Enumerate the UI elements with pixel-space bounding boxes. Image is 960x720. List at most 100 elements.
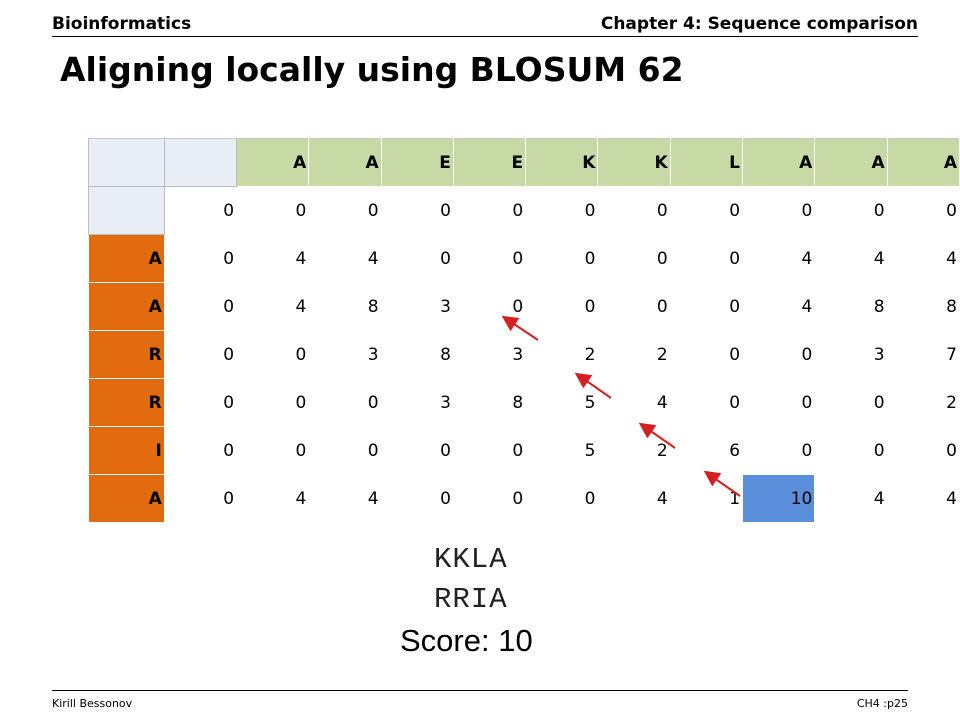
matrix-cell: 0 (380, 426, 454, 475)
matrix-cell: 0 (308, 186, 382, 235)
aligned-sequence-top: KKLA (434, 543, 508, 576)
column-letter: A (308, 138, 382, 187)
column-letter: E (452, 138, 527, 187)
matrix-cell: 0 (163, 186, 238, 235)
matrix-cell: 3 (814, 330, 888, 379)
matrix-cell: 0 (669, 378, 744, 427)
max-score-cell: 10 (742, 474, 816, 523)
row-letter: I (88, 426, 165, 475)
matrix-cell: 0 (886, 186, 960, 235)
row-letter: R (88, 330, 165, 379)
matrix-cell: 0 (597, 234, 671, 283)
matrix-cell: 8 (380, 330, 454, 379)
matrix-cell: 0 (380, 474, 454, 523)
slide-header: Bioinformatics Chapter 4: Sequence compa… (52, 10, 918, 37)
matrix-cell: 0 (452, 426, 527, 475)
matrix-cell: 4 (814, 474, 888, 523)
aligned-sequence-bottom: RRIA (434, 583, 508, 616)
matrix-cell: 0 (525, 234, 599, 283)
matrix-corner-cell (88, 186, 165, 235)
matrix-cell: 4 (886, 234, 960, 283)
slide-title: Aligning locally using BLOSUM 62 (60, 50, 684, 89)
matrix-cell: 0 (452, 474, 527, 523)
row-letter: A (88, 234, 165, 283)
matrix-cell: 0 (452, 282, 527, 331)
matrix-cell: 0 (163, 330, 238, 379)
matrix-cell: 8 (814, 282, 888, 331)
matrix-cell: 2 (886, 378, 960, 427)
matrix-cell: 4 (236, 234, 310, 283)
matrix-cell: 0 (886, 426, 960, 475)
column-letter: L (669, 138, 744, 187)
matrix-cell: 0 (814, 186, 888, 235)
chapter-title: Chapter 4: Sequence comparison (600, 14, 918, 34)
row-letter: R (88, 378, 165, 427)
matrix-cell: 3 (452, 330, 527, 379)
matrix-cell: 2 (525, 330, 599, 379)
matrix-cell: 0 (163, 234, 238, 283)
matrix-cell: 4 (308, 474, 382, 523)
column-letter: A (814, 138, 888, 187)
matrix-cell: 0 (814, 378, 888, 427)
matrix-cell: 7 (886, 330, 960, 379)
matrix-cell: 0 (814, 426, 888, 475)
matrix-cell: 4 (742, 234, 816, 283)
matrix-cell: 0 (163, 282, 238, 331)
matrix-cell: 8 (886, 282, 960, 331)
matrix-cell: 4 (597, 378, 671, 427)
row-letter: A (88, 474, 165, 523)
matrix-cell: 0 (597, 282, 671, 331)
matrix-cell: 0 (380, 234, 454, 283)
matrix-cell: 0 (742, 426, 816, 475)
matrix-cell: 8 (452, 378, 527, 427)
column-letter: A (886, 138, 960, 187)
matrix-cell: 0 (669, 282, 744, 331)
matrix-cell: 0 (236, 330, 310, 379)
alignment-score: Score: 10 (400, 623, 533, 658)
matrix-corner-cell (88, 138, 165, 187)
matrix-cell: 0 (380, 186, 454, 235)
matrix-cell: 3 (380, 282, 454, 331)
matrix-cell: 2 (597, 426, 671, 475)
matrix-cell: 0 (163, 426, 238, 475)
matrix-cell: 4 (597, 474, 671, 523)
matrix-cell: 5 (525, 426, 599, 475)
column-letter: K (525, 138, 599, 187)
matrix-cell: 0 (525, 186, 599, 235)
matrix-cell: 0 (452, 186, 527, 235)
matrix-cell: 0 (597, 186, 671, 235)
matrix-cell: 1 (669, 474, 744, 523)
matrix-cell: 0 (308, 378, 382, 427)
matrix-cell: 0 (669, 330, 744, 379)
matrix-cell: 8 (308, 282, 382, 331)
matrix-cell: 3 (380, 378, 454, 427)
matrix-cell: 0 (163, 474, 238, 523)
matrix-cell: 0 (742, 330, 816, 379)
matrix-cell: 4 (886, 474, 960, 523)
page-number: CH4 :p25 (856, 697, 908, 710)
matrix-cell: 0 (236, 426, 310, 475)
row-letter: A (88, 282, 165, 331)
matrix-cell: 0 (236, 378, 310, 427)
matrix-cell: 3 (308, 330, 382, 379)
matrix-cell: 0 (308, 426, 382, 475)
column-letter: E (380, 138, 454, 187)
matrix-cell: 0 (452, 234, 527, 283)
matrix-cell: 0 (742, 378, 816, 427)
matrix-cell: 4 (236, 282, 310, 331)
matrix-cell: 5 (525, 378, 599, 427)
matrix-cell: 2 (597, 330, 671, 379)
slide-footer: Kirill Bessonov CH4 :p25 (52, 690, 908, 710)
matrix-cell: 6 (669, 426, 744, 475)
matrix-corner-cell (163, 138, 238, 187)
matrix-cell: 0 (525, 474, 599, 523)
column-letter: A (236, 138, 310, 187)
